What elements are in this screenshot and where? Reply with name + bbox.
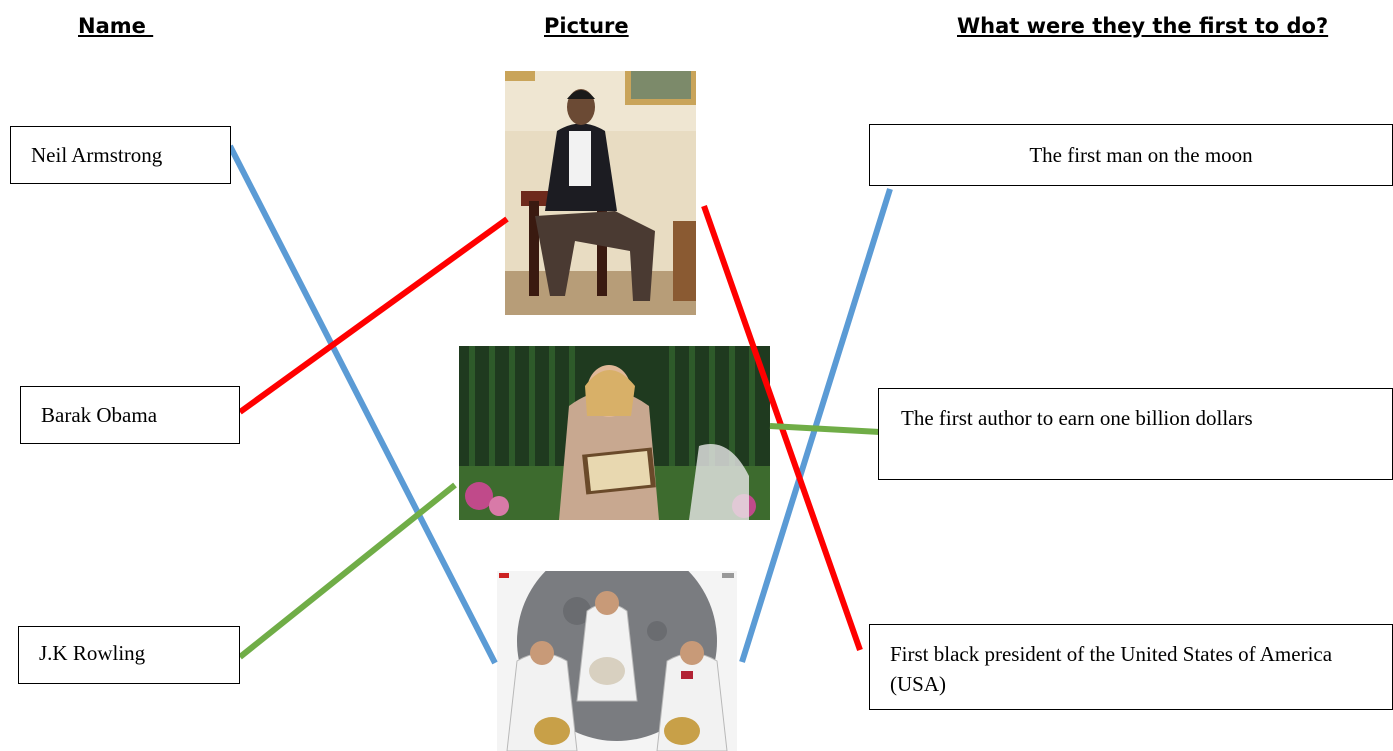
line-rowling-to-photo [238,482,457,660]
achievement-box-author: The first author to earn one billion dol… [878,388,1393,480]
line-armstrong-to-moon [227,144,498,665]
name-box-jk-rowling: J.K Rowling [18,626,240,684]
achievement-label: The first author to earn one billion dol… [901,406,1253,430]
achievement-box-moon: The first man on the moon [869,124,1393,186]
achievement-label: First black president of the United Stat… [890,642,1333,696]
name-box-barak-obama: Barak Obama [20,386,240,444]
header-picture: Picture [544,14,629,38]
name-label: Neil Armstrong [31,143,163,167]
header-name: Name [78,14,154,38]
achievement-box-president: First black president of the United Stat… [869,624,1393,710]
astronauts-crew-photo [497,571,737,751]
achievement-label: The first man on the moon [1029,143,1253,167]
author-reading-photo [459,346,770,520]
header-question: What were they the first to do? [957,14,1329,38]
name-box-neil-armstrong: Neil Armstrong [10,126,231,184]
name-label: J.K Rowling [39,641,146,665]
name-label: Barak Obama [41,403,158,427]
president-seated-photo [505,71,696,315]
line-rowling-photo-to-author [769,423,881,435]
